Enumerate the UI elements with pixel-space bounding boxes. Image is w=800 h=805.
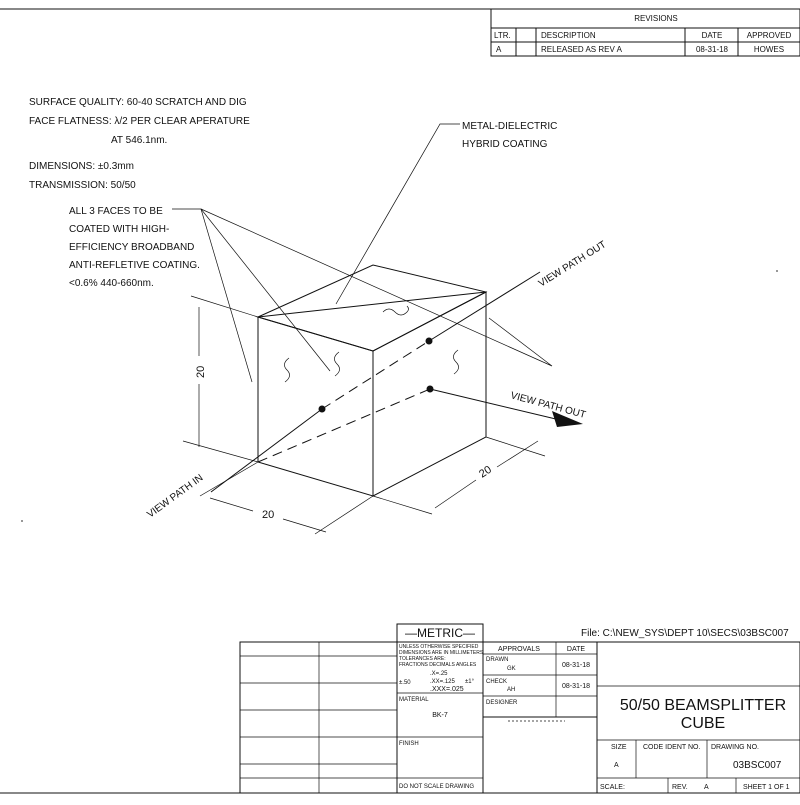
note-surface-quality: SURFACE QUALITY: 60-40 SCRATCH AND DIG — [29, 97, 247, 108]
designer-label: DESIGNER — [486, 700, 518, 706]
check-date: 08-31-18 — [562, 683, 590, 690]
code-ident-label: CODE IDENT NO. — [643, 744, 700, 751]
revisions-table: REVISIONS LTR. DESCRIPTION DATE APPROVED… — [490, 8, 800, 57]
dim-width-value: 20 — [262, 509, 274, 521]
drawing-no-value: 03BSC007 — [733, 760, 782, 771]
cube-top-face — [256, 264, 488, 352]
face-mark-top — [382, 305, 409, 316]
arrowhead-right — [552, 411, 583, 427]
tol-fraction: ±.50 — [399, 680, 411, 686]
note-ar-line-3: EFFICIENCY BROADBAND — [69, 242, 194, 253]
check-by: AH — [507, 687, 515, 693]
cube-front-face — [257, 316, 374, 497]
face-mark-center — [334, 351, 340, 377]
label-view-path-out-top: VIEW PATH OUT — [537, 239, 608, 289]
note-dimensions: DIMENSIONS: ±0.3mm — [29, 161, 134, 172]
note-wavelength: AT 546.1nm. — [111, 135, 167, 146]
beam-point-1 — [318, 405, 326, 413]
drawing-title-line-2: CUBE — [681, 715, 725, 732]
ar-coating-leaders — [172, 208, 553, 383]
dimension-depth: 20 — [372, 436, 546, 515]
tol-xxx: .XXX=.025 — [430, 686, 464, 693]
tol-xx: .XX=.125 — [430, 679, 456, 685]
coating-leader — [335, 123, 460, 305]
beam-point-2 — [425, 337, 433, 345]
beam-point-3 — [426, 385, 434, 393]
size-value: A — [614, 762, 619, 769]
rev-header-approved: APPROVED — [747, 31, 792, 40]
rev-header-date: DATE — [702, 31, 723, 40]
note-ar-line-1: ALL 3 FACES TO BE — [69, 206, 163, 217]
rev-cell-approved: HOWES — [754, 45, 784, 54]
dim-height-value: 20 — [195, 366, 207, 378]
tol-x: .X=.25 — [430, 671, 448, 677]
note-coating-line-1: METAL-DIELECTRIC — [462, 121, 557, 132]
rev-header-description: DESCRIPTION — [541, 31, 596, 40]
label-view-path-out-right: VIEW PATH OUT — [509, 390, 587, 421]
hypotenuse-top-edge — [257, 291, 487, 318]
dimension-width: 20 — [199, 461, 374, 535]
drawn-label: DRAWN — [486, 657, 508, 663]
beamsplitter-cube — [256, 264, 488, 497]
face-mark-right — [453, 349, 459, 375]
tol-angle: ±1° — [465, 679, 475, 685]
date-header: DATE — [567, 646, 585, 653]
tol-line-1: UNLESS OTHERWISE SPECIFIED — [399, 644, 479, 650]
material-label: MATERIAL — [399, 697, 429, 703]
rev-cell-ltr: A — [496, 45, 502, 54]
metric-label: —METRIC— — [405, 626, 475, 640]
beam-in-solid — [210, 408, 323, 493]
drawn-date: 08-31-18 — [562, 662, 590, 669]
note-ar-line-2: COATED WITH HIGH- — [69, 224, 169, 235]
drawing-title-line-1: 50/50 BEAMSPLITTER — [620, 697, 786, 714]
drawing-no-label: DRAWING NO. — [711, 744, 759, 751]
note-transmission: TRANSMISSION: 50/50 — [29, 180, 136, 191]
label-view-path-in: VIEW PATH IN — [145, 473, 205, 521]
dimension-height: 20 — [182, 295, 259, 463]
rev-value: A — [704, 784, 709, 791]
rev-header-ltr: LTR. — [494, 31, 511, 40]
size-label: SIZE — [611, 744, 627, 751]
file-path: File: C:\NEW_SYS\DEPT 10\SECS\03BSC007 — [581, 628, 789, 639]
beam-out-right — [429, 388, 561, 421]
face-mark-left — [284, 357, 290, 383]
approvals-header: APPROVALS — [498, 646, 540, 653]
drawn-by: GK — [507, 666, 516, 672]
note-ar-line-5: <0.6% 440-660nm. — [69, 278, 154, 289]
rev-cell-date: 08-31-18 — [696, 45, 729, 54]
note-coating-line-2: HYBRID COATING — [462, 139, 548, 150]
tol-line-4: FRACTIONS DECIMALS ANGLES — [399, 662, 477, 668]
tol-line-2: DIMENSIONS ARE IN MILLIMETERS — [399, 650, 484, 656]
rev-cell-description: RELEASED AS REV A — [541, 45, 623, 54]
finish-label: FINISH — [399, 741, 419, 747]
tol-line-3: TOLERANCES ARE: — [399, 656, 446, 662]
spec-notes: SURFACE QUALITY: 60-40 SCRATCH AND DIG F… — [29, 97, 557, 289]
revisions-title: REVISIONS — [634, 14, 678, 23]
beam-reflected-dashed — [257, 388, 431, 463]
title-block: —METRIC— UNLESS OTHERWISE SPECIFIED DIME… — [239, 623, 800, 794]
note-face-flatness: FACE FLATNESS: λ/2 PER CLEAR APERATURE — [29, 116, 250, 127]
scale-label: SCALE: — [600, 784, 625, 791]
cube-right-face — [372, 291, 487, 497]
rev-label: REV. — [672, 784, 688, 791]
check-label: CHECK — [486, 679, 507, 685]
beam-in-dashed — [321, 340, 430, 410]
beam-out-top — [428, 271, 541, 342]
beam-paths — [210, 271, 583, 493]
do-not-scale: DO NOT SCALE DRAWING — [399, 784, 474, 790]
material-value: BK-7 — [432, 712, 448, 719]
dim-depth-value: 20 — [477, 464, 494, 481]
sheet-number: SHEET 1 OF 1 — [743, 784, 790, 791]
note-ar-line-4: ANTI-REFLETIVE COATING. — [69, 260, 200, 271]
